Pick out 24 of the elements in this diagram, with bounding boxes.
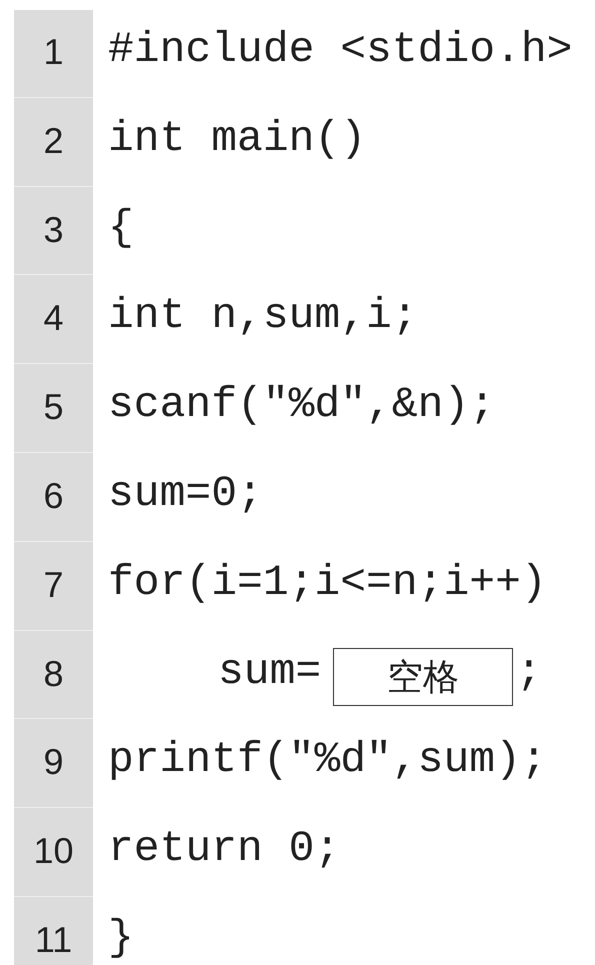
code-line: sum=	[218, 647, 322, 697]
line-number: 5	[42, 385, 65, 429]
code-line: ;	[516, 647, 542, 697]
code-line: scanf("%d",&n);	[108, 380, 496, 430]
code-line: int n,sum,i;	[108, 291, 418, 341]
line-number: 10	[32, 829, 75, 873]
code-line: {	[108, 203, 134, 253]
line-number: 1	[42, 30, 65, 74]
code-line: return 0;	[108, 824, 340, 874]
code-line: #include <stdio.h>	[108, 25, 572, 75]
answer-box: 空格	[333, 648, 513, 706]
line-number: 8	[42, 652, 65, 696]
line-number: 11	[34, 918, 74, 962]
code-line: printf("%d",sum);	[108, 735, 547, 785]
code-line: sum=0;	[108, 469, 263, 519]
line-number: 9	[42, 740, 65, 784]
code-line: for(i=1;i<=n;i++)	[108, 558, 547, 608]
line-number: 2	[42, 119, 65, 163]
code-line: }	[108, 913, 134, 963]
line-number: 6	[42, 474, 65, 518]
code-line: int main()	[108, 114, 366, 164]
line-number: 3	[42, 208, 65, 252]
line-number: 7	[42, 563, 65, 607]
line-number: 4	[42, 296, 65, 340]
